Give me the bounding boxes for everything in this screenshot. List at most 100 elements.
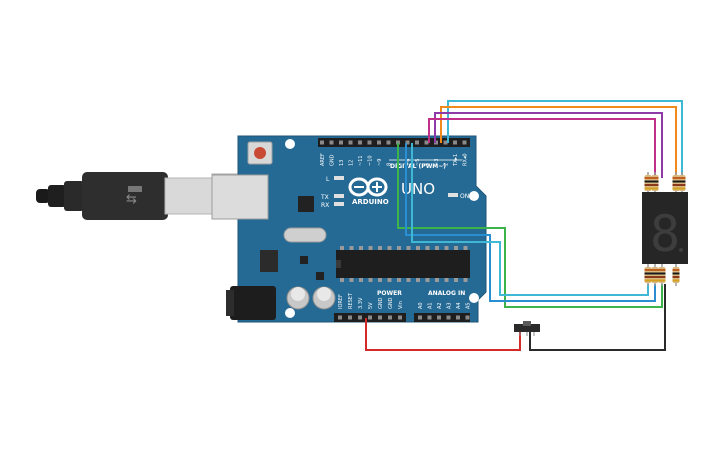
digital-pin-label: ~6 [406,159,412,166]
digital-pin-label: AREF [320,153,326,166]
analog-label: ANALOG IN [428,290,465,297]
voltage-regulator [260,250,278,272]
digital-pin-label: 8 [387,163,393,166]
microcontroller-chip [336,246,470,282]
seven-segment-display[interactable]: 8 [642,192,688,264]
digital-pin[interactable] [377,140,381,145]
power-pin-label: GND [388,297,394,309]
l-led [334,176,344,180]
digital-pin-label: 2 [444,163,450,166]
mounting-hole [285,308,295,318]
black-wire[interactable] [529,284,666,351]
digital-pin[interactable] [405,140,410,145]
power-pin-label: IOREF [338,294,344,309]
analog-pin-label: A0 [418,302,424,309]
power-pin[interactable] [348,315,352,320]
digital-pin[interactable] [358,140,362,145]
analog-pin-label: A3 [447,302,453,309]
power-jack [226,286,276,320]
tx-led-label: TX [320,194,329,201]
power-pin[interactable] [368,315,372,320]
crystal-oscillator [283,227,327,243]
analog-header [414,313,470,322]
resistor[interactable] [651,172,659,194]
power-pin[interactable] [398,315,402,320]
resistor[interactable] [672,172,680,194]
power-pin-label: 3.3V [358,297,364,309]
rx-led [334,202,344,206]
mounting-hole [285,139,295,149]
digital-pin[interactable] [453,140,457,145]
analog-pin-label: A1 [428,302,434,309]
power-pin-label: Vin [398,301,404,309]
digital-pin-label: TX▸1 [453,154,459,167]
l-led-label: L [326,176,330,183]
analog-pin[interactable] [418,315,422,320]
digital-pin-label: ~11 [358,155,364,166]
analog-pin-label: A5 [466,302,472,309]
red-wire[interactable] [365,318,521,351]
digital-pin[interactable] [396,140,400,145]
decimal-point [679,248,683,252]
digital-pin[interactable] [348,140,353,145]
digital-header [318,138,470,147]
digital-pin[interactable] [339,140,343,145]
digital-pin-label: GND [330,154,336,166]
orange-wire[interactable] [440,106,677,178]
resistor[interactable] [651,264,659,286]
digital-pin[interactable] [320,140,324,145]
analog-pin[interactable] [465,315,470,320]
digital-pin-label: RX◂0 [463,153,469,166]
magenta-wire[interactable] [428,118,656,178]
digital-pin-label: ~3 [434,159,440,166]
digital-pin[interactable] [386,140,391,145]
blue-wire[interactable] [405,143,656,302]
power-label: POWER [377,290,402,297]
power-pin-label: 5V [368,302,374,309]
power-pin[interactable] [388,315,392,320]
reset-button[interactable] [247,141,273,165]
resistor[interactable] [658,264,666,286]
cyan-wire[interactable] [447,100,683,178]
digital-pin[interactable] [424,140,429,145]
power-pin[interactable] [378,315,382,320]
resistor[interactable] [678,172,686,194]
analog-pin[interactable] [446,315,451,320]
slide-switch[interactable] [514,321,540,336]
digital-pin-label: ~10 [368,155,374,166]
power-pin-label: GND [378,297,384,309]
digital-pin-label: 4 [425,163,431,166]
resistor[interactable] [672,264,680,286]
light-blue-wire[interactable] [411,143,649,296]
usb-jack [211,174,269,220]
segment-digit: 8 [650,205,680,263]
on-led [448,193,458,197]
digital-header-label: DIGITAL (PWM~) [390,163,446,170]
digital-pin-label: 13 [339,160,345,166]
power-pin[interactable] [338,315,342,320]
rx-led-label: RX [321,202,329,209]
svg-text:⇆: ⇆ [126,192,137,207]
digital-pin[interactable] [367,140,372,145]
digital-pin[interactable] [462,140,467,145]
power-pin[interactable] [358,315,362,320]
analog-pin[interactable] [456,315,460,320]
purple-wire[interactable] [434,112,663,178]
wires [365,100,683,351]
resistor[interactable] [644,264,652,286]
analog-pin-label: A2 [437,302,443,309]
resistor[interactable] [644,172,652,194]
on-led-label: ON [460,193,469,200]
digital-pin[interactable] [329,140,334,145]
digital-pin[interactable] [415,140,419,145]
digital-pin-label: 12 [349,160,355,166]
arduino-logo [348,177,388,197]
analog-pin[interactable] [427,315,432,320]
analog-pin-label: A4 [456,302,462,309]
digital-pin[interactable] [443,140,448,145]
analog-pin[interactable] [437,315,441,320]
power-pin-label: RESET [348,292,354,309]
green-wire[interactable] [397,143,663,308]
